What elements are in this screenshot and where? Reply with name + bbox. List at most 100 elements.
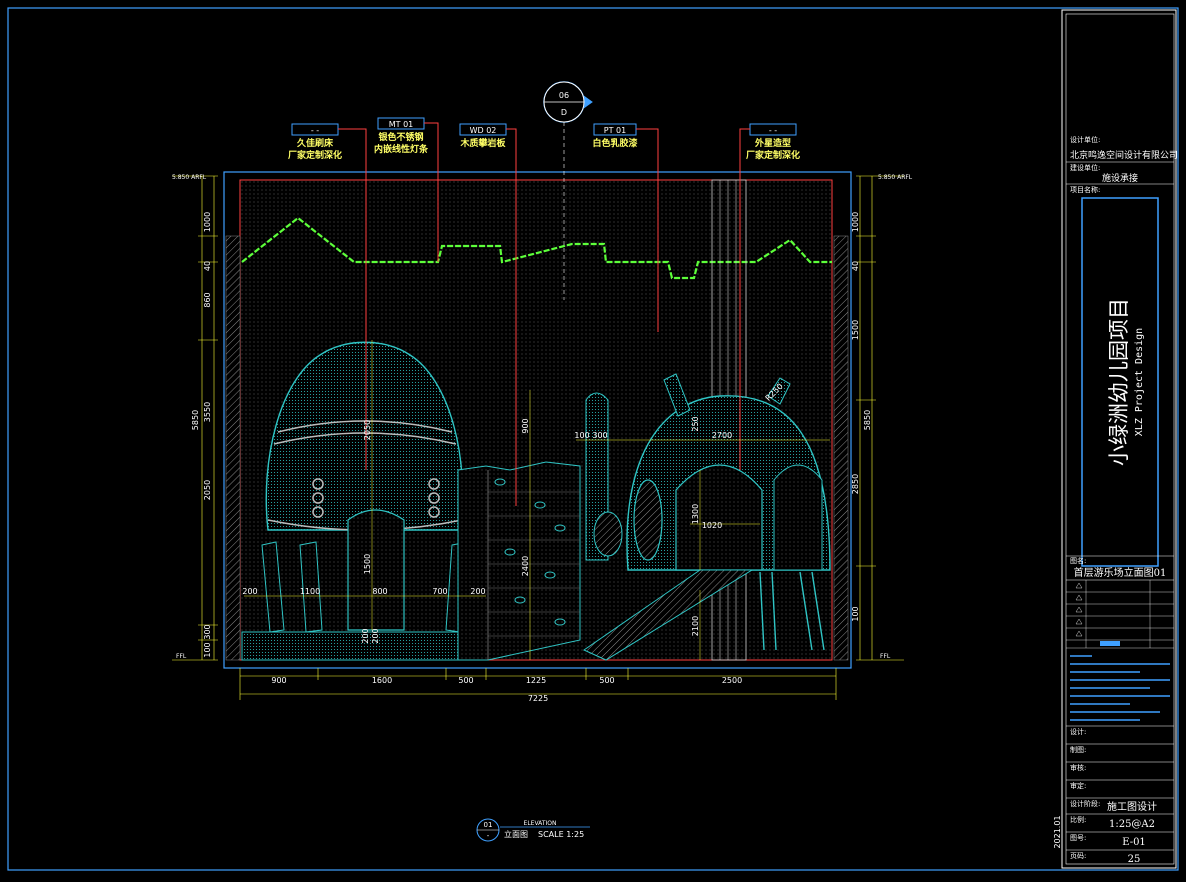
- dim-left-2: 40: [203, 261, 212, 271]
- elevation-marker-top: 01: [484, 821, 493, 829]
- room-section-frame: [223, 171, 852, 669]
- dim-total: 7225: [528, 694, 548, 703]
- dims-right: [856, 175, 904, 661]
- dim-bottom-5: 500: [599, 676, 614, 685]
- tb-no: E-01: [1122, 837, 1146, 848]
- dim-inner-14: 2700: [712, 431, 732, 440]
- tb-drawing-label: 图名:: [1070, 556, 1086, 565]
- dim-inner-13: 300: [592, 431, 607, 440]
- dim-right-1: 1000: [851, 212, 860, 232]
- tb-stage: 施设承接: [1102, 172, 1138, 184]
- dims-left: [172, 175, 218, 661]
- title-block-frame: [1061, 9, 1177, 869]
- tb-no-label: 图号:: [1070, 834, 1086, 842]
- dim-inner-1: 2050: [363, 420, 372, 440]
- tag-code-1: - -: [311, 126, 319, 135]
- section-marker-bottom: D: [561, 108, 567, 117]
- dim-left-5: 5850: [191, 410, 200, 430]
- tb-drawing: 首层游乐场立面图01: [1074, 566, 1167, 579]
- section-marker-top: 06: [559, 91, 569, 100]
- dim-left-6: 2050: [203, 480, 212, 500]
- tag-note-5a: 外星造型: [754, 137, 791, 149]
- dim-inner-12: 100: [574, 431, 589, 440]
- dims-bottom-text: 900 1600 500 1225 500 2500 7225: [271, 676, 742, 703]
- dim-inner-11: 2400: [521, 556, 530, 576]
- title-block: 设计单位: 北京鸣逸空间设计有限公司 建设单位: 施设承接 项目名称: 小绿洲幼…: [1053, 135, 1178, 865]
- elevation-caption: 01 - ELEVATION 立面图 SCALE 1:25: [476, 818, 590, 842]
- elevation-caption-scale: SCALE 1:25: [538, 830, 584, 839]
- dim-bottom-1: 900: [271, 676, 286, 685]
- dim-left-1: 1000: [203, 212, 212, 232]
- tb-designer: 北京鸣逸空间设计有限公司: [1070, 149, 1178, 161]
- sheet-border-outer: [7, 7, 1179, 871]
- elev-label-right-top: 5.850 ARFL: [878, 174, 913, 181]
- dims-right-text: 1000 40 1500 5850 2850 100 5.850 ARFL FF…: [851, 174, 913, 660]
- dim-right-2: 40: [851, 261, 860, 271]
- dim-left-7: 300: [203, 624, 212, 639]
- dim-inner-5: 800: [372, 587, 387, 596]
- revision-table: [1066, 580, 1174, 649]
- dim-inner-19: 2100: [691, 616, 700, 636]
- tb-check-label: 审核:: [1070, 763, 1086, 772]
- tag-note-2b: 内嵌线性灯条: [374, 143, 429, 155]
- tb-designer-label: 设计单位:: [1070, 135, 1100, 144]
- dim-inner-17: 1020: [702, 521, 722, 530]
- dim-inner-10: 900: [521, 418, 530, 433]
- dim-inner-4: 1100: [300, 587, 320, 596]
- tb-scale-label: 比例:: [1070, 815, 1086, 824]
- dim-inner-6: 700: [432, 587, 447, 596]
- tb-project-cn: 小绿洲幼儿园项目: [1107, 298, 1131, 466]
- tag-code-2: MT 01: [389, 120, 414, 129]
- dim-bottom-4: 1225: [526, 676, 546, 685]
- tb-date: 2021.01: [1053, 815, 1062, 848]
- tb-scale: 1:25@A2: [1109, 819, 1155, 830]
- dim-inner-8: 200: [361, 628, 370, 643]
- dim-inner-9: 200: [371, 628, 380, 643]
- tb-design-label: 设计:: [1070, 727, 1086, 736]
- tb-phase: 施工图设计: [1107, 800, 1157, 813]
- tb-page-label: 页码:: [1070, 852, 1086, 860]
- dim-inner-16: 1300: [691, 504, 700, 524]
- tag-note-2a: 银色不锈钢: [378, 131, 423, 143]
- tag-code-4: PT 01: [604, 126, 626, 135]
- tb-page: 25: [1128, 854, 1141, 865]
- dim-right-6: 100: [851, 606, 860, 621]
- dim-right-5: 2850: [851, 474, 860, 494]
- tb-phase-label: 设计阶段:: [1070, 799, 1100, 808]
- section-marker: 06 D: [543, 81, 593, 300]
- dim-left-8: 100: [203, 642, 212, 657]
- dims-inner: [244, 340, 830, 660]
- elevation-marker-bottom: -: [487, 832, 490, 840]
- dim-inner-7: 200: [470, 587, 485, 596]
- tag-code-5: - -: [769, 126, 777, 135]
- elevation-caption-cn: 立面图: [504, 829, 528, 839]
- alien-structure: [582, 373, 831, 661]
- tb-approve-label: 审定:: [1070, 781, 1086, 790]
- right-wall-hatch: [833, 235, 849, 661]
- elev-label-left-bottom: FFL: [176, 653, 187, 660]
- tag-code-3: WD 02: [470, 126, 497, 135]
- dim-bottom-3: 500: [458, 676, 473, 685]
- tb-draw-label: 制图:: [1070, 745, 1086, 754]
- elev-label-left-top: 5.850 ARFL: [172, 174, 207, 181]
- light-strip-skyline: [241, 216, 832, 280]
- elevation-caption-en: ELEVATION: [524, 820, 557, 827]
- tag-note-5b: 厂家定制深化: [746, 149, 800, 161]
- project-name-box: [1081, 197, 1159, 567]
- dims-bottom: [239, 668, 837, 700]
- tag-note-3a: 木质攀岩板: [459, 137, 506, 149]
- dim-right-4: 5850: [863, 410, 872, 430]
- dim-inner-2: 1500: [363, 554, 372, 574]
- climbing-wall: [457, 461, 581, 661]
- left-wall-hatch: [225, 235, 241, 661]
- dim-inner-15: 250: [691, 416, 700, 431]
- tb-stage-label: 建设单位:: [1070, 163, 1100, 172]
- tag-note-4a: 白色乳胶漆: [592, 137, 637, 149]
- dim-left-3: 860: [203, 292, 212, 307]
- tb-project-label: 项目名称:: [1070, 185, 1100, 194]
- title-block-inner: [1065, 13, 1175, 865]
- dim-right-3: 1500: [851, 320, 860, 340]
- dim-bottom-6: 2500: [722, 676, 742, 685]
